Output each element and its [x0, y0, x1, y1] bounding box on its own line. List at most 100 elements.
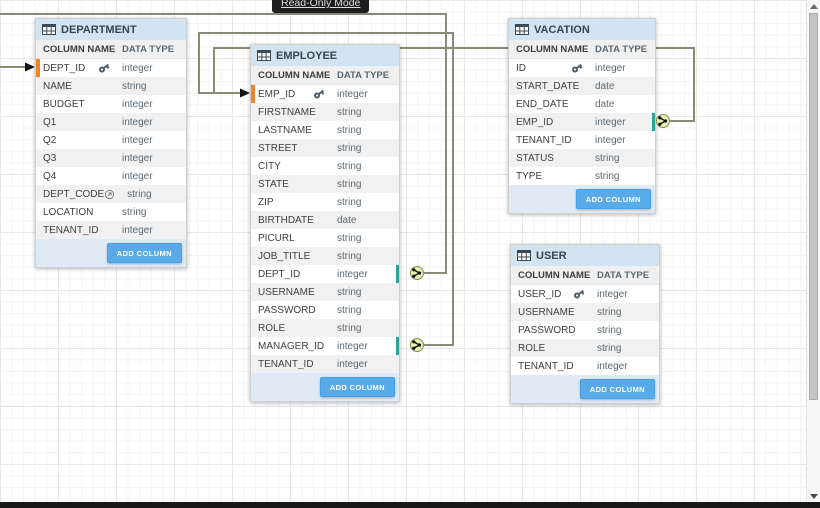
derived-value-icon	[104, 189, 115, 200]
data-type-header: DATA TYPE	[597, 269, 650, 281]
key-icon	[98, 62, 110, 74]
table-title-bar[interactable]: DEPARTMENT	[36, 19, 186, 40]
scroll-down-button[interactable]	[807, 490, 820, 502]
column-name-header: COLUMN NAME	[516, 43, 589, 55]
column-name: LOCATION	[43, 206, 94, 218]
key-icon	[571, 62, 583, 74]
column-type: integer	[122, 98, 153, 110]
column-type: integer	[597, 288, 628, 300]
data-type-header: DATA TYPE	[595, 43, 648, 55]
column-type: integer	[122, 134, 153, 146]
column-name: MANAGER_ID	[258, 340, 325, 352]
add-column-button[interactable]: ADD COLUMN	[579, 379, 655, 399]
crow-foot-connector-icon[interactable]	[410, 338, 424, 352]
column-type: integer	[337, 268, 368, 280]
column-name: EMP_ID	[516, 116, 554, 128]
column-type: integer	[597, 360, 628, 372]
add-column-button[interactable]: ADD COLUMN	[106, 243, 182, 263]
column-name: Q4	[43, 170, 57, 182]
column-type: string	[127, 188, 152, 200]
table-grid-icon	[515, 24, 529, 35]
column-name: JOB_TITLE	[258, 250, 311, 262]
add-column-button[interactable]: ADD COLUMN	[319, 377, 395, 397]
table-title-bar[interactable]: EMPLOYEE	[251, 45, 399, 66]
column-name: PICURL	[258, 232, 295, 244]
crow-foot-connector-icon[interactable]	[410, 266, 424, 280]
column-row-q4[interactable]: Q4 integer	[36, 167, 186, 185]
key-icon	[573, 288, 585, 300]
column-name: PASSWORD	[258, 304, 316, 316]
column-row-dept_id[interactable]: DEPT_ID integer	[251, 265, 399, 283]
column-name-header: COLUMN NAME	[258, 69, 331, 81]
table-title: EMPLOYEE	[276, 49, 338, 62]
column-name: NAME	[43, 80, 72, 92]
vertical-scrollbar[interactable]	[806, 0, 820, 502]
column-header-row: COLUMN NAME DATA TYPE	[251, 66, 399, 85]
column-type: string	[337, 196, 362, 208]
add-column-button[interactable]: ADD COLUMN	[575, 189, 651, 209]
column-type: integer	[122, 170, 153, 182]
column-type: string	[597, 324, 622, 336]
crow-foot-connector-icon[interactable]	[656, 114, 670, 128]
column-type: string	[337, 106, 362, 118]
table-grid-icon	[257, 50, 271, 61]
column-type: string	[597, 342, 622, 354]
column-name: DEPT_ID	[258, 268, 301, 280]
column-type: string	[337, 160, 362, 172]
data-type-header: DATA TYPE	[337, 69, 390, 81]
table-footer: ADD COLUMN	[511, 375, 659, 403]
column-name: ROLE	[258, 322, 286, 334]
column-header-row: COLUMN NAME DATA TYPE	[509, 40, 655, 59]
relationship-arrow-icon	[240, 88, 250, 98]
column-type: date	[595, 80, 615, 92]
table-title-bar[interactable]: USER	[511, 245, 659, 266]
vertical-scrollbar-thumb[interactable]	[809, 13, 818, 400]
column-name: TENANT_ID	[43, 224, 99, 236]
table-title-bar[interactable]: VACATION	[509, 19, 655, 40]
scroll-up-button[interactable]	[807, 0, 820, 12]
horizontal-scrollbar-thumb[interactable]	[0, 502, 820, 508]
